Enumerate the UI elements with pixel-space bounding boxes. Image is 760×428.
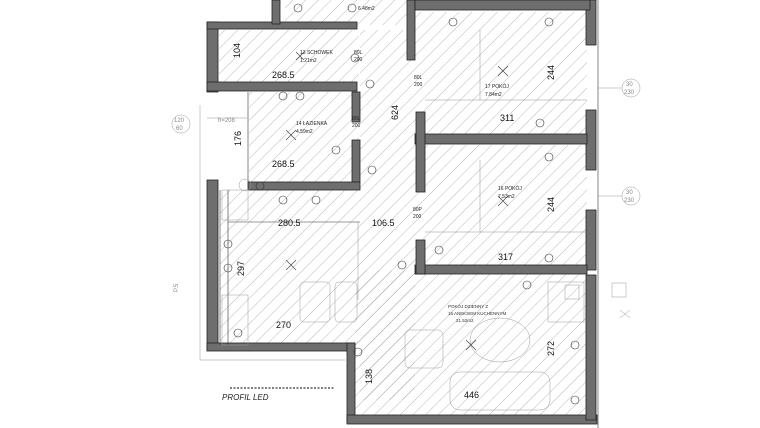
side-l1: 120 xyxy=(174,118,185,124)
partitions xyxy=(199,0,599,428)
room-lazienka-name: 14 ŁAZIENKA xyxy=(296,121,328,127)
room-schowek-area: 1.21m2 xyxy=(300,58,317,64)
dim-297: 297 xyxy=(236,261,246,276)
walls xyxy=(206,0,598,425)
room-top-area: 6.48m2 xyxy=(358,6,375,12)
door-1-height: 200 xyxy=(354,57,363,63)
room-labels: 6.48m2 13 SCHOWEK 1.21m2 14 ŁAZIENKA 4.5… xyxy=(296,6,522,323)
side-labels: 30 230 30 230 120 60 h=208 P.5 xyxy=(174,82,635,292)
room-pokoj17-name: 17 POKÓJ xyxy=(485,83,509,90)
dim-270: 270 xyxy=(276,320,291,330)
dim-244-a: 244 xyxy=(546,65,556,80)
door-2-height: 200 xyxy=(414,82,423,88)
dim-268-5-a: 268.5 xyxy=(272,70,295,80)
profil-led-label: PROFIL LED xyxy=(222,393,269,402)
electrical-symbols xyxy=(223,3,580,405)
door-labels: 80L 200 80L 200 80L 200 80P 200 xyxy=(352,50,423,220)
dim-176: 176 xyxy=(233,131,243,146)
door-2-width: 80L xyxy=(414,75,423,81)
dim-446: 446 xyxy=(464,390,479,400)
room-lazienka-area: 4.59m2 xyxy=(296,129,313,135)
door-4-height: 200 xyxy=(413,214,422,220)
side-l1b: 60 xyxy=(176,126,183,132)
dim-268-5-b: 268.5 xyxy=(272,159,295,169)
side-r2: 30 xyxy=(626,190,633,196)
room-pokoj16-name: 16 POKÓJ xyxy=(498,185,522,192)
window-markers xyxy=(171,78,641,206)
door-4-width: 80P xyxy=(413,207,423,213)
side-r1b: 230 xyxy=(624,90,635,96)
dim-311: 311 xyxy=(500,113,514,123)
dim-280-5: 280.5 xyxy=(278,218,301,228)
room-salon-area: 21.52m2 xyxy=(456,318,474,323)
room-pokoj17-area: 7.84m2 xyxy=(485,92,502,98)
side-r1: 30 xyxy=(626,82,633,88)
dim-624: 624 xyxy=(390,105,400,120)
side-l3: P.5 xyxy=(174,283,180,292)
dim-317: 317 xyxy=(498,252,513,262)
floor-hatching xyxy=(219,0,587,415)
room-pokoj16-area: 7.53m2 xyxy=(498,194,515,200)
door-3-width: 80L xyxy=(352,116,361,122)
furniture xyxy=(221,178,631,411)
dim-106-5: 106.5 xyxy=(372,218,395,228)
dim-138: 138 xyxy=(364,369,374,384)
dimension-labels: 104 268.5 176 268.5 280.5 297 270 106.5 … xyxy=(232,43,556,400)
room-salon-name: POKÓJ DZIENNY Z xyxy=(448,303,488,309)
side-r2b: 230 xyxy=(624,198,635,204)
dim-272: 272 xyxy=(546,341,556,356)
door-1-width: 80L xyxy=(354,50,363,56)
room-salon-name2: 15 ANEKSEM KUCHENNYM xyxy=(448,311,507,316)
door-3-height: 200 xyxy=(352,123,361,129)
room-schowek-name: 13 SCHOWEK xyxy=(300,50,333,56)
side-l2: h=208 xyxy=(218,118,236,124)
ceiling-lights xyxy=(285,51,509,351)
dim-104: 104 xyxy=(232,43,242,58)
dim-244-b: 244 xyxy=(546,197,556,212)
